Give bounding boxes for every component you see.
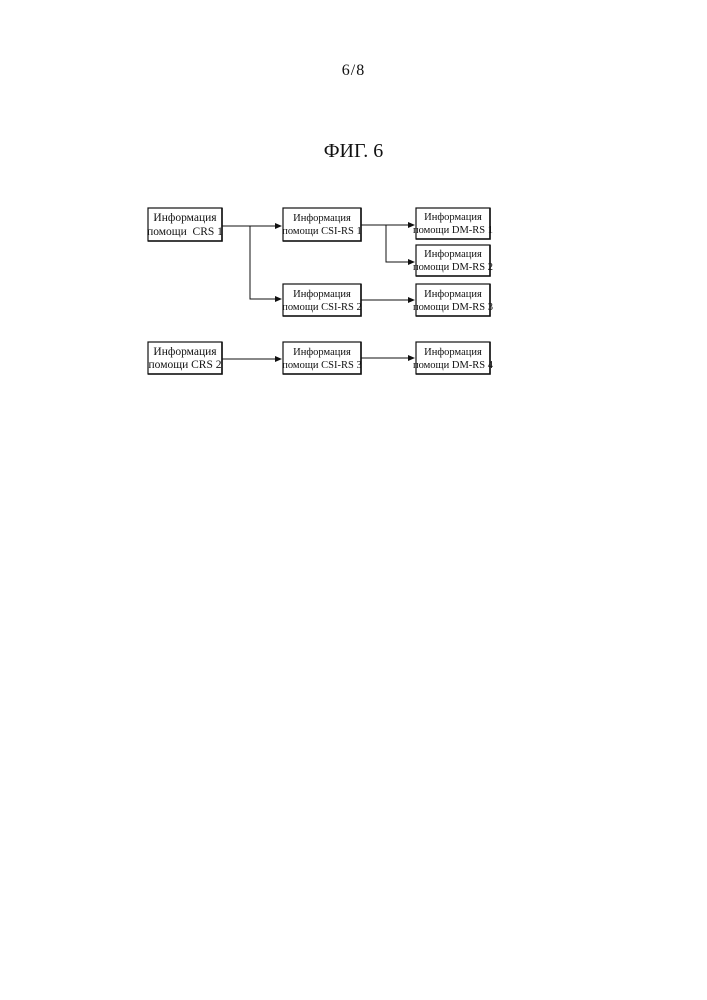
node-dmrs3-line2: помощи DM-RS 3: [413, 302, 493, 313]
arrow-head-icon: [275, 223, 282, 229]
edge-csirs1-dmrs2: [386, 225, 409, 262]
node-dmrs4-line1: Информация: [424, 347, 482, 358]
node-dmrs4-line2: помощи DM-RS 4: [413, 360, 494, 371]
node-csirs2-line2: помощи CSI-RS 2: [282, 302, 361, 313]
node-crs1-line2: помощи CRS 1: [147, 226, 223, 238]
node-csirs2-line1: Информация: [293, 289, 351, 300]
edge-crs1-csirs2: [250, 226, 276, 299]
node-csirs3-line1: Информация: [293, 347, 351, 358]
node-dmrs1-line1: Информация: [424, 212, 482, 223]
node-dmrs2-line2: помощи DM-RS 2: [413, 262, 493, 273]
node-crs2-line1: Информация: [153, 346, 217, 358]
node-dmrs3-line1: Информация: [424, 289, 482, 300]
node-dmrs2: Информация помощи DM-RS 2: [413, 245, 493, 276]
node-crs2: Информация помощи CRS 2: [148, 342, 222, 374]
node-crs1: Информация помощи CRS 1: [147, 208, 223, 241]
node-dmrs2-line1: Информация: [424, 249, 482, 260]
arrow-head-icon: [275, 296, 282, 302]
node-crs1-line1: Информация: [153, 212, 217, 224]
node-csirs3-line2: помощи CSI-RS 3: [282, 360, 361, 371]
arrow-head-icon: [275, 356, 282, 362]
node-crs2-line2: помощи CRS 2: [149, 359, 222, 371]
node-csirs1: Информация помощи CSI-RS 1: [282, 208, 361, 241]
node-csirs1-line1: Информация: [293, 213, 351, 224]
node-dmrs1: Информация помощи DM-RS 1: [413, 208, 493, 239]
node-csirs3: Информация помощи CSI-RS 3: [282, 342, 361, 374]
node-csirs2: Информация помощи CSI-RS 2: [282, 284, 361, 316]
node-dmrs1-line2: помощи DM-RS 1: [413, 225, 493, 236]
node-dmrs4: Информация помощи DM-RS 4: [413, 342, 494, 374]
node-csirs1-line2: помощи CSI-RS 1: [282, 226, 361, 237]
node-dmrs3: Информация помощи DM-RS 3: [413, 284, 493, 316]
